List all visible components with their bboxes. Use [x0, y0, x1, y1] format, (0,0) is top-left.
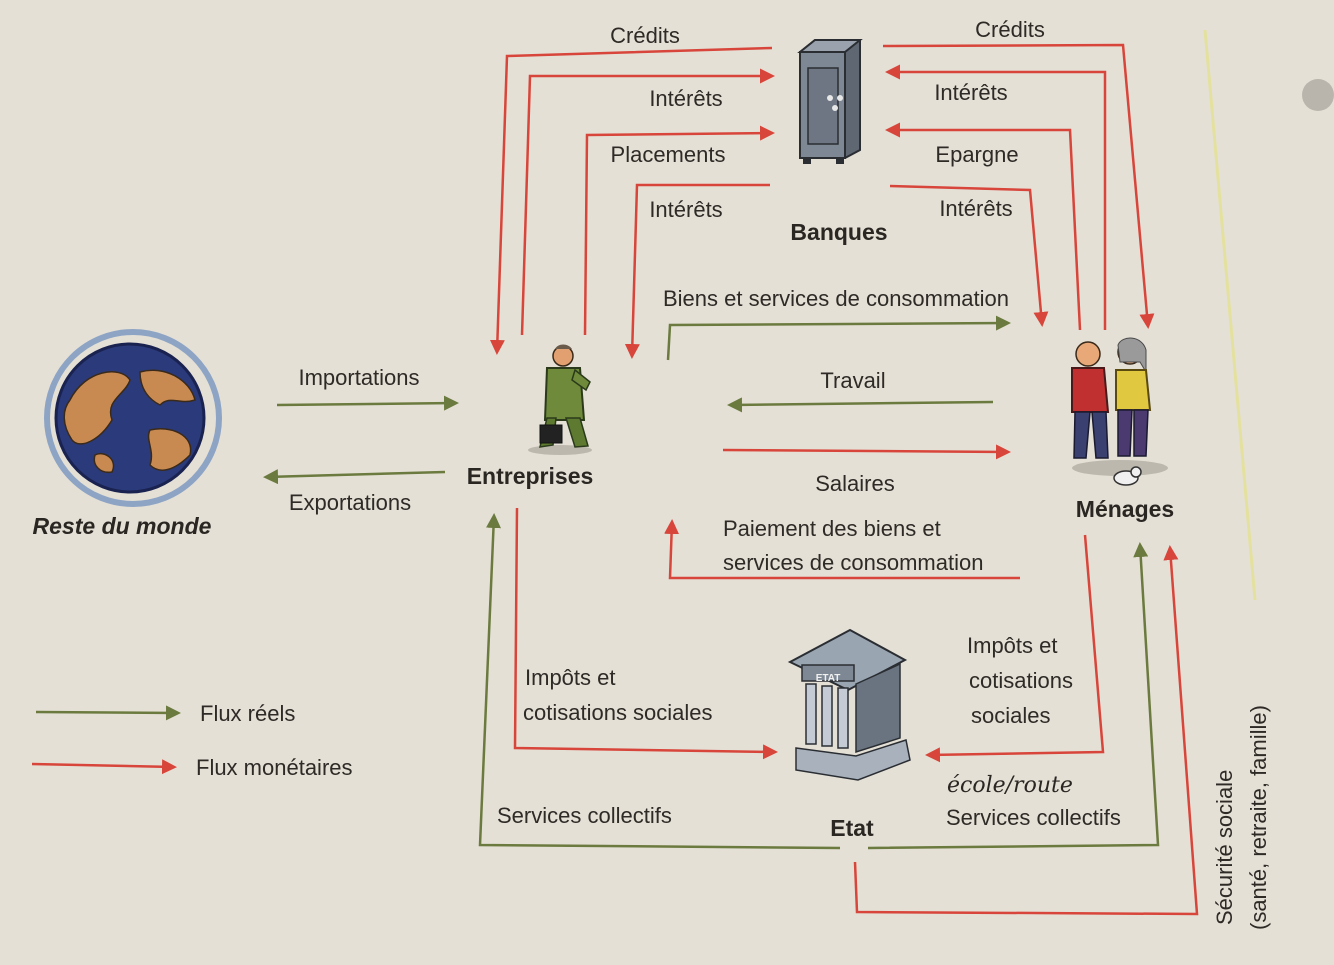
label-paiement-line1: Paiement des biens et [723, 516, 941, 541]
label-securite-line1: Sécurité sociale [1212, 770, 1237, 925]
label-impots-left-line2: cotisations sociales [523, 700, 713, 725]
flow-biens-services [666, 315, 1011, 361]
flow-impots-menages-to-etat [925, 534, 1105, 763]
label-interets-low-left: Intérêts [649, 197, 722, 222]
node-label-entreprises: Entreprises [467, 463, 594, 489]
legend-monetary-arrow [31, 759, 177, 775]
flow-impots-entreprises-to-etat [513, 507, 778, 760]
flow-interets-to-menages [889, 184, 1049, 327]
label-importations: Importations [298, 365, 419, 390]
label-impots-right-line1: Impôts et [967, 633, 1057, 658]
flow-interets-menages-to-banques [885, 64, 1107, 330]
label-exportations: Exportations [289, 490, 411, 515]
node-label-banques: Banques [790, 219, 887, 245]
label-credits-right: Crédits [975, 17, 1045, 42]
flow-placements-to-banques [583, 125, 775, 336]
real-flows [35, 315, 1160, 850]
node-label-etat: Etat [830, 815, 874, 841]
legend-real-label: Flux réels [200, 701, 295, 726]
household-couple-icon [1071, 337, 1168, 486]
label-placements: Placements [611, 142, 726, 167]
label-interets-top-left: Intérêts [649, 86, 722, 111]
etat-sign-text: ETAT [816, 673, 841, 684]
highlighter-mark [1203, 29, 1257, 601]
flow-paiement-biens [664, 519, 1020, 580]
label-impots-right-line2: cotisations [969, 668, 1073, 693]
flow-securite-sociale [853, 545, 1199, 916]
safe-icon [797, 39, 863, 164]
node-label-reste-du-monde: Reste du monde [33, 513, 212, 539]
label-interets-low-right: Intérêts [939, 196, 1012, 221]
businessman-icon [528, 344, 592, 455]
handwritten-note: école/route [947, 773, 1073, 798]
flow-travail [727, 397, 994, 413]
label-paiement-line2: services de consommation [723, 550, 983, 575]
legend-monetary-label: Flux monétaires [196, 755, 353, 780]
label-impots-left-line1: Impôts et [525, 665, 615, 690]
flow-services-collectifs-entreprises [478, 513, 841, 850]
flow-credits-to-entreprises [489, 46, 773, 355]
state-building-icon [787, 628, 911, 781]
binder-hole [1302, 79, 1334, 111]
monetary-flows [31, 43, 1199, 916]
label-biens-services: Biens et services de consommation [663, 286, 1009, 311]
node-label-menages: Ménages [1076, 496, 1174, 522]
label-epargne: Epargne [935, 142, 1018, 167]
flow-importations [276, 395, 459, 411]
label-impots-right-line3: sociales [971, 703, 1050, 728]
globe-icon [44, 329, 222, 507]
flow-exportations [263, 469, 446, 485]
flow-salaires [722, 444, 1011, 460]
flow-interets-entreprises-to-banques [520, 68, 775, 336]
flow-credits-to-menages [882, 43, 1155, 329]
flow-services-collectifs-menages [867, 542, 1160, 850]
label-salaires: Salaires [815, 471, 894, 496]
label-securite-line2: (santé, retraite, famille) [1246, 705, 1271, 930]
label-credits-left: Crédits [610, 23, 680, 48]
flow-interets-to-entreprises [624, 183, 770, 359]
label-interets-top-right: Intérêts [934, 80, 1007, 105]
label-travail: Travail [820, 368, 885, 393]
legend-real-arrow [35, 705, 181, 721]
label-services-collectifs-left: Services collectifs [497, 803, 672, 828]
legend: Flux réels Flux monétaires [196, 701, 353, 780]
label-services-collectifs-right: Services collectifs [946, 805, 1121, 830]
flow-epargne-to-banques [885, 122, 1082, 331]
